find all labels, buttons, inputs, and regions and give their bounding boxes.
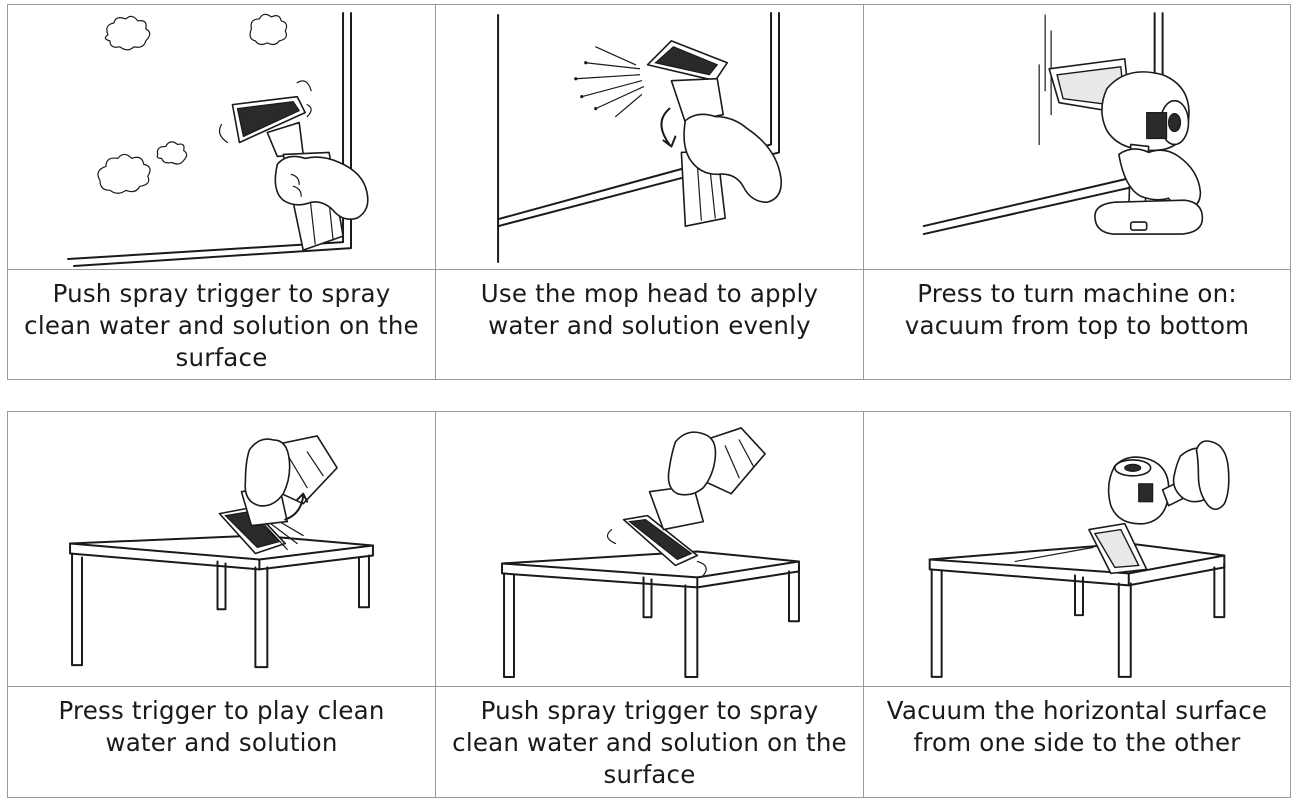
- step-caption: Press to turn machine on: vacuum from to…: [904, 279, 1250, 340]
- step-caption: Press trigger to play clean water and so…: [8, 687, 436, 797]
- vacuum-window-illustration: [864, 5, 1290, 270]
- spray-table-illustration: [8, 412, 436, 687]
- spray-window-illustration: [8, 5, 436, 270]
- mop-table-illustration: [436, 412, 864, 687]
- mop-window-illustration: [436, 5, 864, 270]
- vacuum-table-illustration: [864, 412, 1290, 687]
- step-caption: Use the mop head to apply water and solu…: [436, 270, 864, 379]
- step-caption: Vacuum the horizontal surface from one s…: [886, 696, 1268, 757]
- step-grid-top: Push spray trigger to spray clean water …: [7, 4, 1291, 380]
- step-grid-bottom: Press trigger to play clean water and so…: [7, 411, 1291, 798]
- step-caption: Push spray trigger to spray clean water …: [436, 687, 864, 797]
- step-caption: Push spray trigger to spray clean water …: [8, 270, 436, 379]
